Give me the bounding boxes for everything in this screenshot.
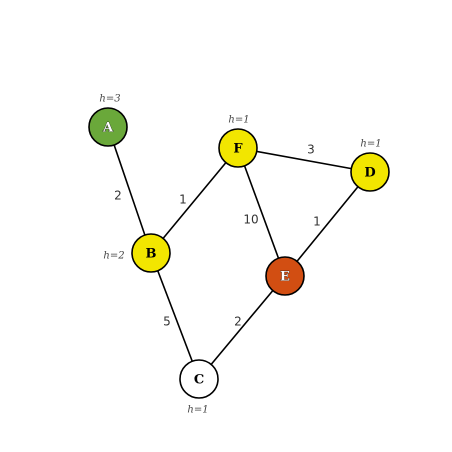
edge-weight-f-e: 10 [243, 213, 258, 227]
nodes-layer: A B C D E F [88, 107, 390, 399]
node-f: F [218, 128, 258, 168]
node-circle-c [179, 359, 219, 399]
edge-b-c [150, 252, 200, 380]
node-label-b: B [146, 247, 157, 262]
heuristic-label-f: h=1 [228, 115, 249, 126]
edge-f-e [237, 147, 286, 277]
node-d: D [350, 152, 390, 192]
heuristic-labels-layer: h=3 h=2 h=1 h=1 h=1 [99, 94, 381, 416]
node-e: E [265, 256, 305, 296]
node-c: C [179, 359, 219, 399]
node-label-d: D [364, 166, 375, 181]
node-label-a: A [102, 121, 114, 136]
node-b: B [131, 233, 171, 273]
edge-weight-b-f: 1 [179, 193, 187, 207]
edge-c-e [198, 275, 286, 380]
node-circle-a [88, 107, 128, 147]
edge-weight-d-e: 1 [313, 215, 321, 229]
node-circle-e [265, 256, 305, 296]
heuristic-label-b: h=2 [103, 251, 124, 262]
edge-weight-a-b: 2 [114, 189, 122, 203]
node-a: A [88, 107, 128, 147]
heuristic-label-c: h=1 [187, 405, 208, 416]
edge-labels-layer: 2 1 5 3 10 1 2 [114, 143, 321, 329]
edge-f-d [237, 147, 371, 173]
node-circle-b [131, 233, 171, 273]
edge-weight-f-d: 3 [307, 143, 315, 157]
edges-layer [107, 126, 371, 380]
edge-weight-b-c: 5 [163, 315, 171, 329]
edge-weight-c-e: 2 [234, 315, 242, 329]
node-label-e: E [280, 270, 290, 285]
edge-d-e [284, 171, 371, 277]
edge-a-b [107, 126, 152, 254]
node-label-f: F [233, 142, 243, 157]
node-label-c: C [194, 373, 204, 388]
node-circle-f [218, 128, 258, 168]
heuristic-label-d: h=1 [360, 139, 381, 150]
edge-b-f [150, 147, 239, 254]
node-circle-d [350, 152, 390, 192]
heuristic-label-a: h=3 [99, 94, 120, 105]
